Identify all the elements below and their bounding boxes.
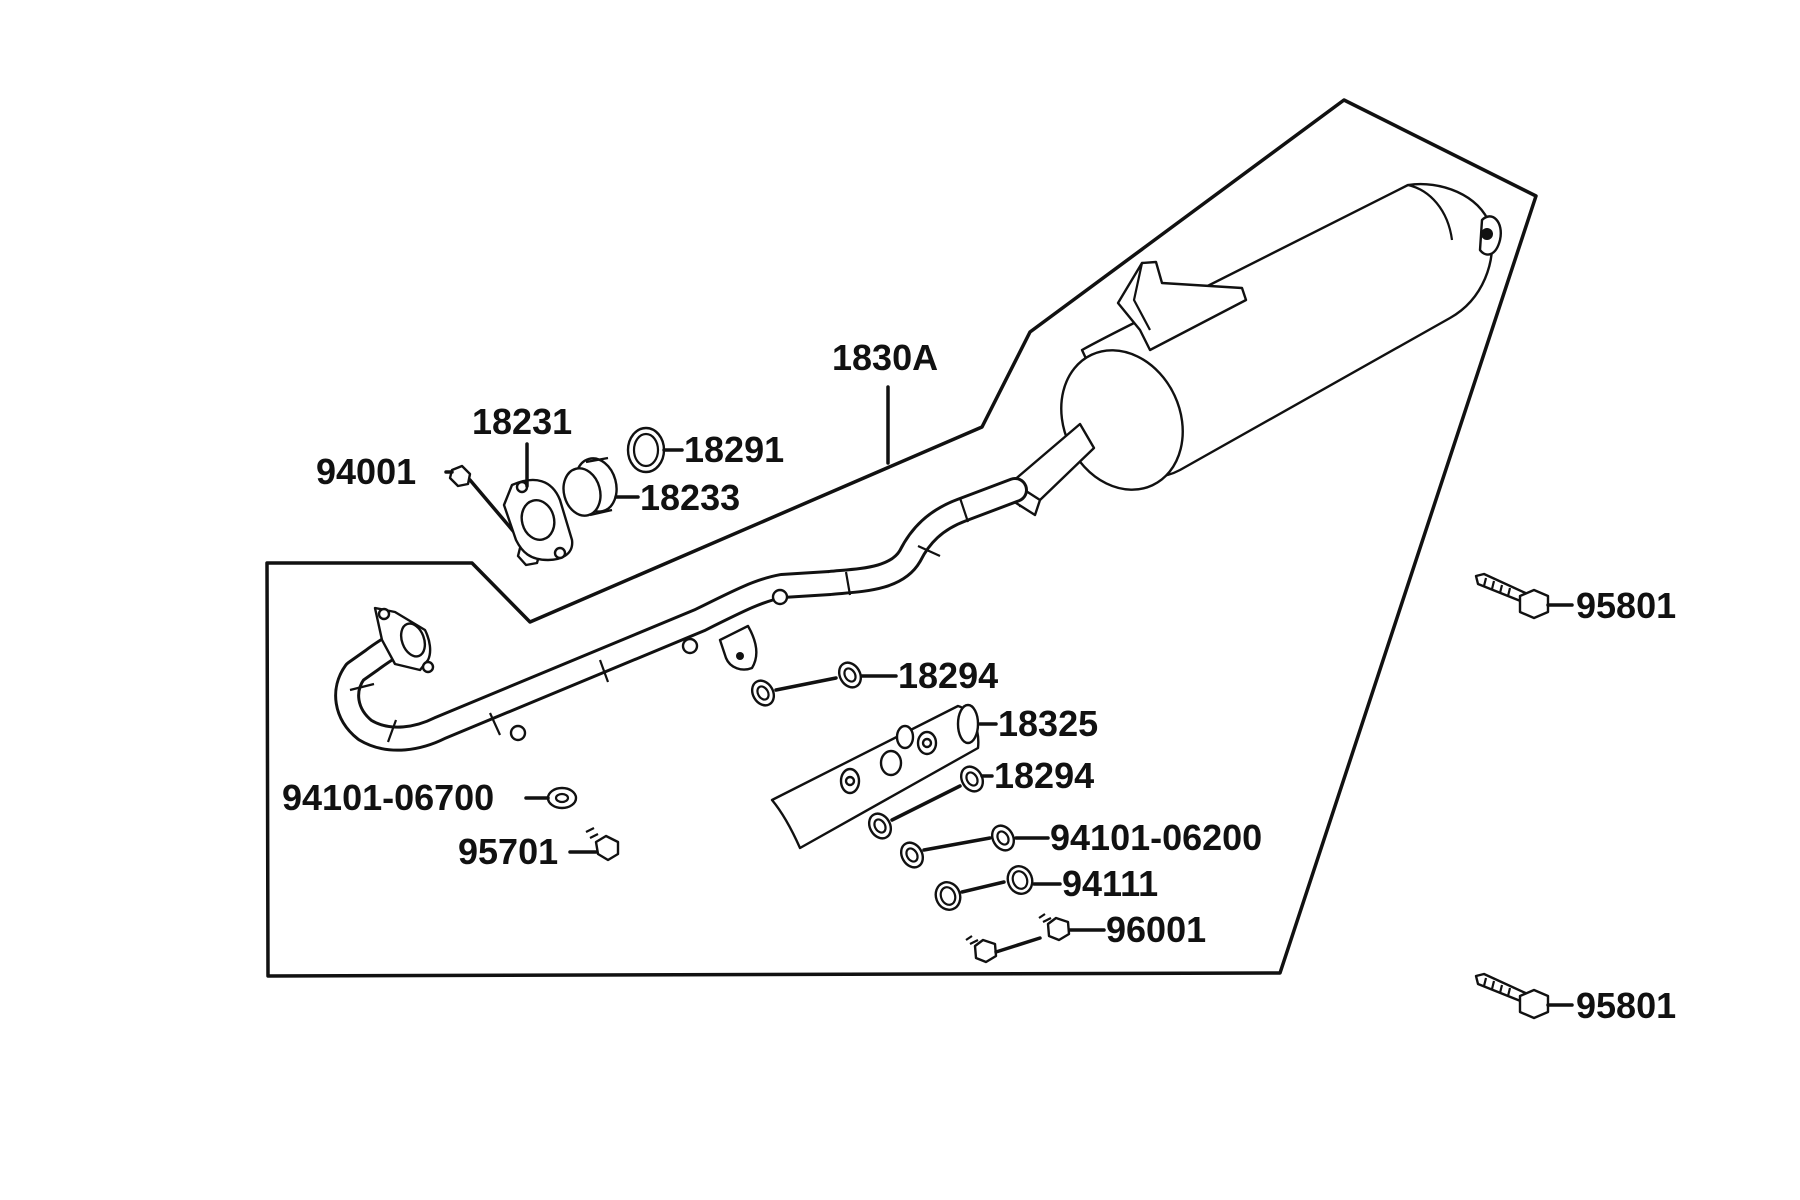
label-gasket-flange-18231: 18231 xyxy=(472,401,572,442)
ring-94111 xyxy=(934,865,1034,911)
label-collar-18233: 18233 xyxy=(640,477,740,518)
label-bolt-96001: 96001 xyxy=(1106,909,1206,950)
label-ring-94111: 94111 xyxy=(1062,863,1158,904)
exhaust-pipe xyxy=(334,422,1096,752)
collar-18233 xyxy=(562,456,618,517)
label-bolt-95801-lower: 95801 xyxy=(1576,985,1676,1026)
washer-18294-upper xyxy=(750,661,863,707)
label-nut-94001: 94001 xyxy=(316,451,416,492)
label-assembly-1830A: 1830A xyxy=(832,337,938,378)
label-washer-18294-lower: 18294 xyxy=(994,755,1094,796)
bolt-95801-lower xyxy=(1474,972,1574,1020)
label-washer-94101-06200: 94101-06200 xyxy=(1050,817,1262,858)
gasket-flange-18231 xyxy=(502,478,574,562)
washer-94101-06700 xyxy=(546,786,578,810)
assembly-boundary xyxy=(265,98,1538,978)
label-washer-18294-upper: 18294 xyxy=(898,655,998,696)
heat-shield xyxy=(770,703,980,850)
label-heat-shield-18325: 18325 xyxy=(998,703,1098,744)
label-bolt-95801-upper: 95801 xyxy=(1576,585,1676,626)
leader-lines xyxy=(444,385,1106,932)
bolt-95801-upper xyxy=(1474,572,1574,620)
label-ring-18291: 18291 xyxy=(684,429,784,470)
muffler xyxy=(1060,182,1502,491)
washer-94101-06200 xyxy=(899,824,1016,869)
label-washer-94101-06700: 94101-06700 xyxy=(282,777,494,818)
bolt-96001 xyxy=(965,913,1071,964)
washer-18294-lower xyxy=(867,765,985,840)
bolt-95701 xyxy=(585,827,620,862)
pipe-bracket xyxy=(718,624,758,671)
label-bolt-95701: 95701 xyxy=(458,831,558,872)
